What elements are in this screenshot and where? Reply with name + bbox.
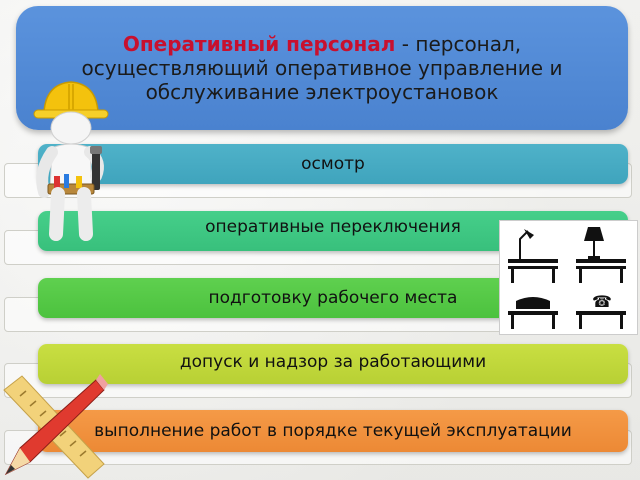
item-label: выполнение работ в порядке текущей экспл… [94, 421, 572, 441]
item-label: допуск и надзор за работающими [179, 352, 487, 372]
item-bar-admission: допуск и надзор за работающими [38, 344, 628, 384]
svg-text:☎: ☎ [592, 292, 612, 311]
term-definition: - персонал, осуществляющий оперативное у… [81, 32, 563, 104]
worker-figure-icon [33, 81, 109, 241]
item-label: подготовку рабочего места [208, 288, 458, 308]
definition-header: Оперативный персонал - персонал, осущест… [16, 6, 628, 130]
definition-text: Оперативный персонал - персонал, осущест… [36, 32, 608, 104]
furniture-tables-icon: ☎ [499, 220, 638, 335]
pencil-ruler-icon [3, 374, 108, 479]
item-label: оперативные переключения [205, 217, 461, 237]
item-bar-inspection: осмотр [38, 144, 628, 184]
item-bar-maintenance: выполнение работ в порядке текущей экспл… [38, 410, 628, 452]
item-label: осмотр [301, 154, 365, 174]
term-highlight: Оперативный персонал [122, 32, 396, 56]
